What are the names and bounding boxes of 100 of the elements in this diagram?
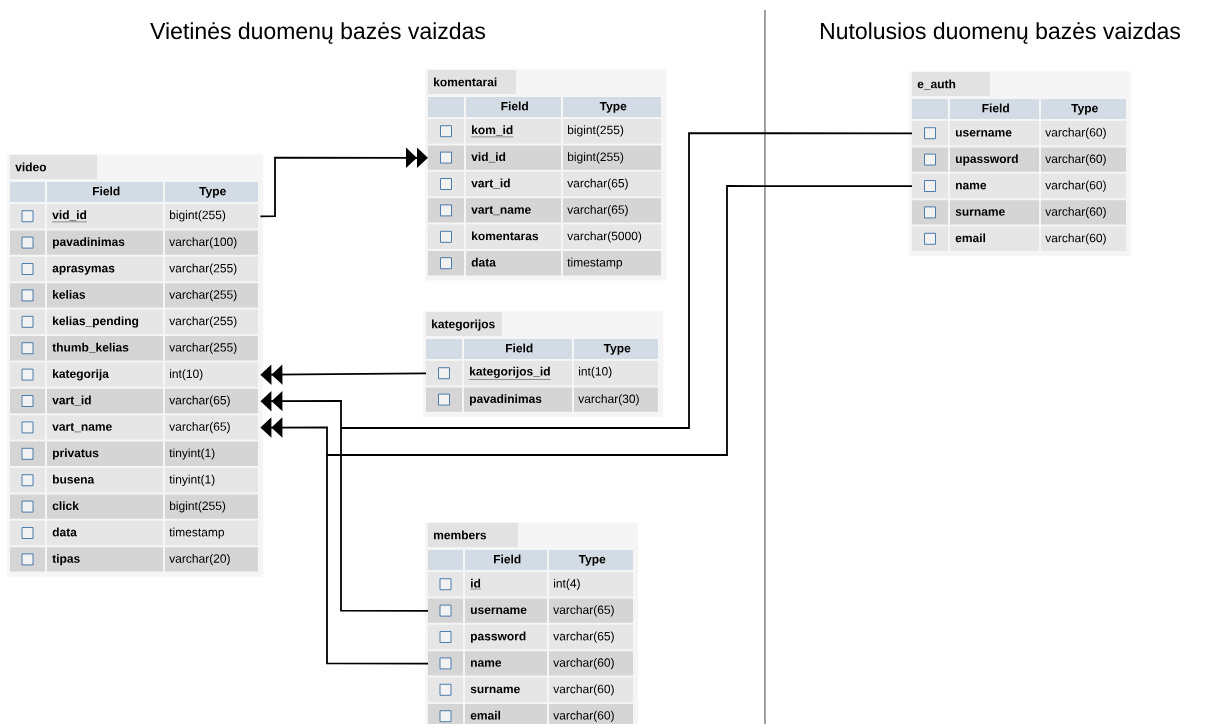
- node-label: vid_id: [52, 210, 87, 221]
- node-label: Type: [1071, 104, 1098, 115]
- table-row: surname varchar(60): [428, 677, 633, 702]
- connector-arrow: [259, 147, 428, 218]
- section-heading: Vietinės duomenų bazės vaizdas: [150, 22, 485, 44]
- node-label: pavadinimas: [469, 394, 542, 406]
- table-row: data timestamp: [428, 251, 661, 276]
- node-label: kategorijos_id: [470, 366, 550, 379]
- node-label: timestamp: [567, 257, 623, 269]
- node-label: kategorija: [53, 369, 109, 381]
- node-label: Type: [199, 187, 226, 198]
- node-label: upassword: [955, 154, 1018, 166]
- node-label: varchar(65): [567, 205, 628, 217]
- node-label: privatus: [52, 448, 99, 460]
- node-label: vart_id: [471, 178, 510, 189]
- node-label: kom_id: [472, 125, 513, 136]
- node-label: bigint(255): [169, 501, 226, 513]
- table-row: kategorija int(10): [10, 362, 258, 387]
- node-label: bigint(255): [567, 152, 624, 164]
- table-row: vid_id bigint(255): [428, 145, 661, 170]
- section-heading: Nutolusios duomenų bazės vaizdas: [821, 22, 1180, 44]
- node-label: vid_id: [471, 152, 506, 163]
- table-header: Field Type: [428, 97, 661, 117]
- node-label: tipas: [52, 554, 80, 566]
- node-label: Type: [578, 555, 606, 566]
- node-label: data: [52, 527, 77, 537]
- table-row: upassword varchar(60): [912, 147, 1126, 172]
- table-row: vart_id varchar(65): [428, 171, 661, 197]
- node-label: thumb_kelias: [52, 342, 129, 353]
- node-label: username: [470, 607, 527, 615]
- node-label: int(4): [554, 578, 580, 590]
- node-label: Field: [501, 101, 528, 111]
- table-row: tipas varchar(20): [10, 547, 258, 572]
- node-label: aprasymas: [52, 265, 115, 275]
- connector-line: [340, 132, 913, 429]
- table-row: vart_name varchar(65): [428, 198, 661, 223]
- table-header: Field Type: [428, 550, 633, 570]
- node-label: id: [471, 578, 481, 588]
- node-label: Field: [494, 554, 521, 564]
- node-label: tinyint(1): [169, 448, 215, 460]
- node-label: Type: [603, 344, 631, 355]
- table-row: kelias_pending varchar(255): [10, 309, 258, 334]
- node-label: varchar(60): [1045, 180, 1106, 192]
- table-row: username varchar(65): [428, 598, 633, 623]
- node-label: Field: [93, 186, 120, 196]
- table-row: privatus tinyint(1): [10, 441, 258, 466]
- node-label: varchar(20): [169, 554, 230, 566]
- table-header: Field Type: [426, 339, 658, 359]
- node-label: email: [470, 710, 501, 720]
- node-label: varchar(65): [169, 422, 230, 434]
- node-label: vart_id: [52, 395, 91, 406]
- node-label: vart_name: [471, 205, 531, 216]
- table-row: username varchar(60): [912, 121, 1126, 146]
- node-label: kelias: [53, 290, 86, 299]
- node-label: varchar(30): [578, 394, 639, 406]
- node-label: click: [52, 501, 79, 511]
- node-label: surname: [470, 686, 520, 694]
- node-label: bigint(255): [169, 210, 226, 222]
- table-row: name varchar(60): [428, 651, 633, 676]
- node-label: name: [470, 660, 502, 667]
- node-label: kelias_pending: [53, 316, 139, 328]
- node-label: varchar(65): [169, 395, 230, 407]
- table-row: komentaras varchar(5000): [428, 224, 661, 249]
- node-label: varchar(255): [169, 263, 237, 275]
- node-label: bigint(255): [567, 125, 624, 137]
- node-label: varchar(60): [553, 658, 614, 670]
- node-label: username: [955, 130, 1012, 137]
- table-row: id int(4): [428, 572, 633, 597]
- connector-line: [326, 454, 429, 665]
- node-label: varchar(65): [553, 605, 614, 617]
- node-label: varchar(255): [169, 290, 237, 302]
- table-row: name varchar(60): [912, 173, 1126, 199]
- node-label: int(10): [170, 369, 203, 381]
- node-label: vart_name: [52, 422, 112, 433]
- node-label: varchar(65): [553, 631, 614, 643]
- node-label: komentaras: [472, 231, 539, 241]
- table-row: pavadinimas varchar(30): [426, 387, 658, 412]
- node-label: tinyint(1): [169, 474, 215, 486]
- node-label: Field: [506, 343, 533, 353]
- node-label: Type: [599, 102, 627, 113]
- node-label: Field: [982, 103, 1009, 113]
- node-label: varchar(60): [1045, 207, 1106, 219]
- table-header: Field Type: [10, 182, 258, 202]
- connector-line: [340, 427, 429, 612]
- table-row: email varchar(60): [912, 226, 1126, 251]
- node-label: varchar(60): [553, 710, 614, 722]
- table-row: kelias varchar(255): [10, 283, 258, 308]
- node-label: surname: [955, 209, 1005, 216]
- table-header: Field Type: [912, 99, 1126, 119]
- table-row: email varchar(60): [428, 704, 633, 724]
- node-label: varchar(60): [1045, 127, 1106, 139]
- node-label: varchar(255): [169, 316, 237, 328]
- node-label: password: [470, 631, 526, 643]
- table-row: password varchar(65): [428, 624, 633, 650]
- table-row: vart_id varchar(65): [10, 388, 258, 414]
- node-label: int(10): [579, 366, 612, 378]
- node-label: varchar(5000): [567, 231, 642, 243]
- connector-line: [326, 185, 913, 456]
- node-label: varchar(60): [1045, 154, 1106, 166]
- table-row: pavadinimas varchar(100): [10, 230, 258, 255]
